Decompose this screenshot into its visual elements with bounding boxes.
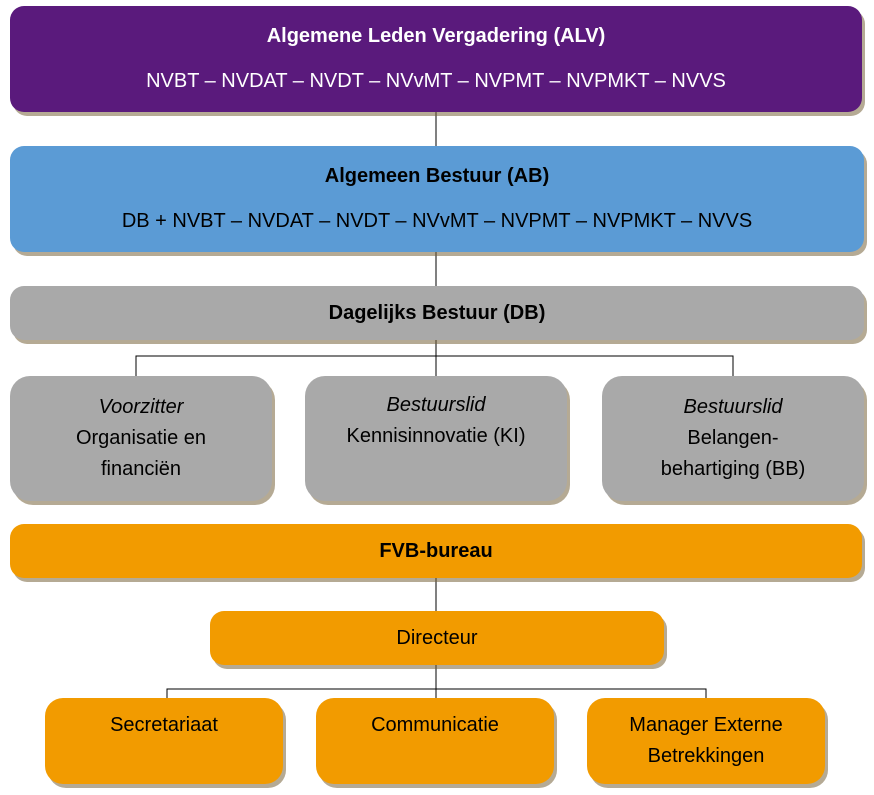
alv-members: NVBT – NVDAT – NVDT – NVvMT – NVPMT – NV… xyxy=(146,70,726,92)
staff-line2: Betrekkingen xyxy=(647,745,765,767)
db-box: Dagelijks Bestuur (DB) xyxy=(10,286,864,340)
staff-line1: Manager Externe xyxy=(629,714,783,736)
board-member-bb: Bestuurslid Belangen- behartiging (BB) xyxy=(602,376,864,501)
staff-manager-externe-betrekkingen: Manager Externe Betrekkingen xyxy=(587,698,825,784)
directeur-box: Directeur xyxy=(210,611,664,665)
connector-board-branch xyxy=(135,355,734,376)
staff-line1: Communicatie xyxy=(371,714,499,736)
board-member-voorzitter: Voorzitter Organisatie en financiën xyxy=(10,376,272,501)
alv-box: Algemene Leden Vergadering (ALV) NVBT – … xyxy=(10,6,862,112)
staff-secretariaat: Secretariaat xyxy=(45,698,283,784)
staff-line1: Secretariaat xyxy=(110,714,218,736)
board-member-role: Bestuurslid xyxy=(386,394,486,416)
ab-box: Algemeen Bestuur (AB) DB + NVBT – NVDAT … xyxy=(10,146,864,252)
fvb-title: FVB-bureau xyxy=(379,539,493,562)
board-member-role: Bestuurslid xyxy=(683,396,783,418)
connector-staff-branch xyxy=(166,688,707,698)
board-member-portfolio-line1: Belangen- xyxy=(687,427,779,449)
board-member-portfolio-line1: Organisatie en xyxy=(75,427,207,449)
board-member-ki: Bestuurslid Kennisinnovatie (KI) xyxy=(305,376,567,501)
board-member-portfolio-line2: behartiging (BB) xyxy=(660,458,806,480)
db-title: Dagelijks Bestuur (DB) xyxy=(328,301,546,324)
ab-members: DB + NVBT – NVDAT – NVDT – NVvMT – NVPMT… xyxy=(121,210,753,232)
board-member-portfolio-line2: financiën xyxy=(100,458,182,480)
staff-communicatie: Communicatie xyxy=(316,698,554,784)
fvb-bureau-box: FVB-bureau xyxy=(10,524,862,578)
board-member-role: Voorzitter xyxy=(98,396,184,418)
ab-title: Algemeen Bestuur (AB) xyxy=(324,165,550,187)
directeur-title: Directeur xyxy=(396,626,478,649)
board-member-portfolio-line1: Kennisinnovatie (KI) xyxy=(346,425,526,447)
alv-title: Algemene Leden Vergadering (ALV) xyxy=(266,25,606,47)
